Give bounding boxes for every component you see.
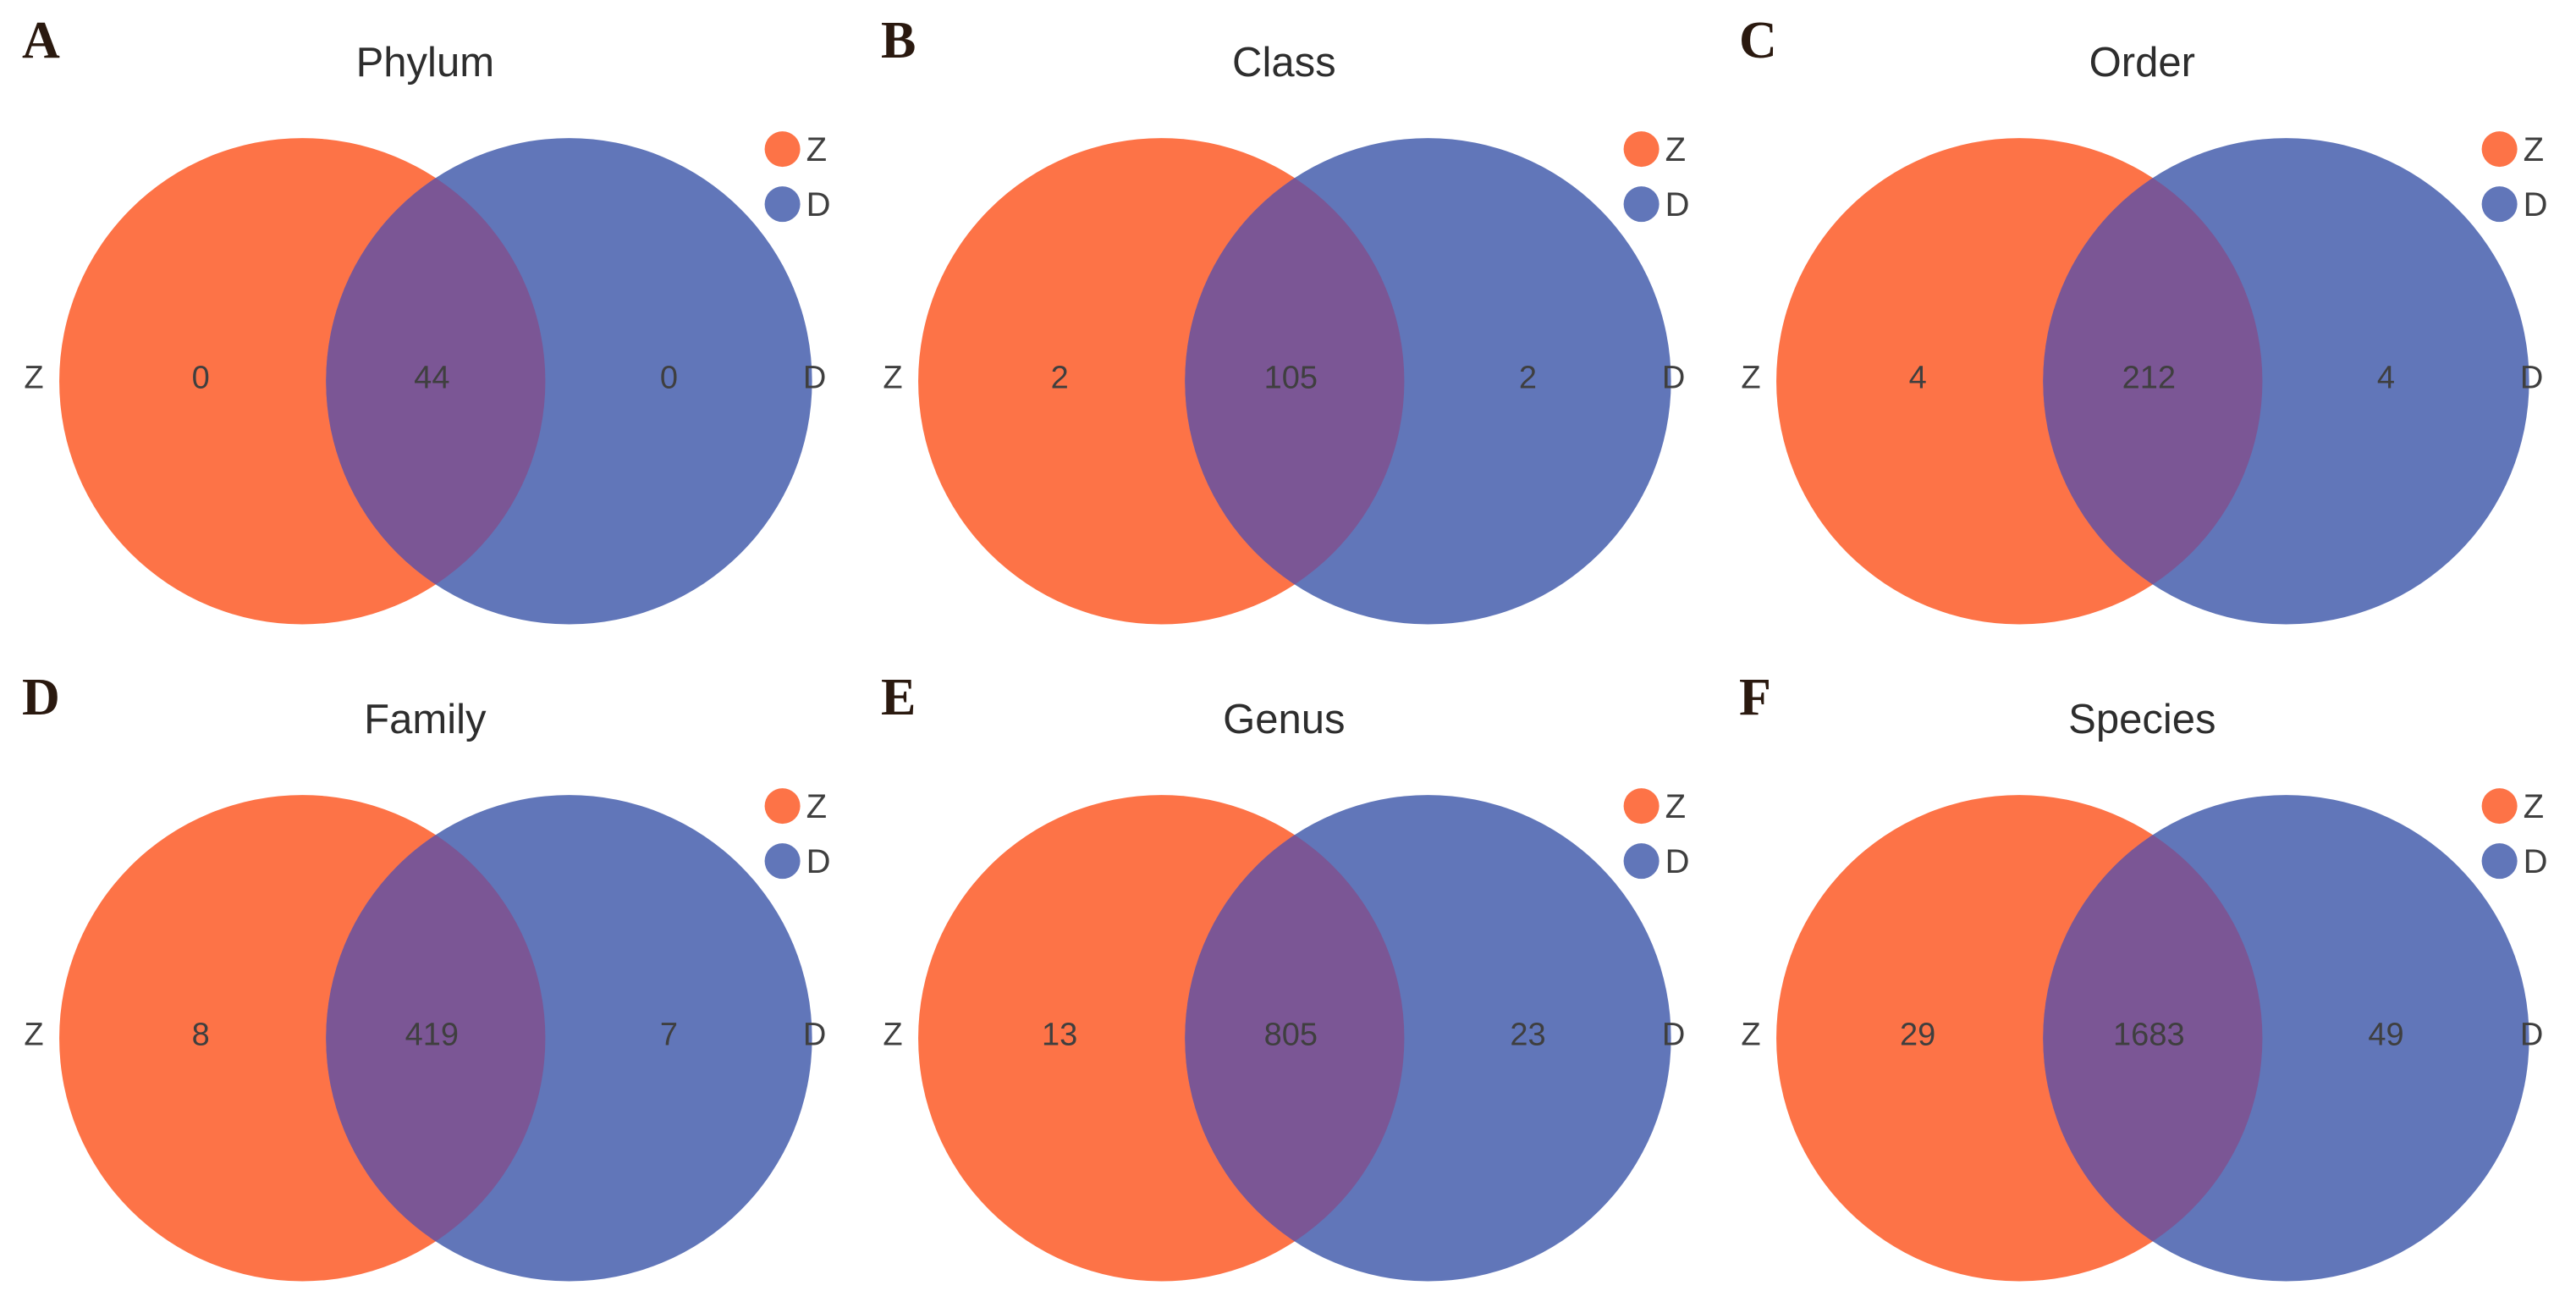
panel-title: Species <box>2068 697 2215 742</box>
venn-panel-cell: E Genus 13 805 23 Z D Z D <box>859 657 1718 1313</box>
set-z-side-label: Z <box>1742 1017 1761 1052</box>
intersection-count: 805 <box>1263 1017 1317 1052</box>
set-z-side-label: Z <box>1742 360 1761 395</box>
legend-d-swatch <box>1623 843 1659 879</box>
z-only-count: 29 <box>1900 1017 1935 1052</box>
z-only-count: 0 <box>192 360 210 395</box>
legend-z-swatch <box>1623 788 1659 824</box>
d-only-count: 49 <box>2369 1017 2404 1052</box>
intersection-count: 105 <box>1263 360 1317 395</box>
set-d-side-label: D <box>1662 360 1685 395</box>
legend-z-swatch <box>1623 131 1659 167</box>
legend-d-swatch <box>765 186 801 222</box>
panel-title: Order <box>2089 40 2195 86</box>
venn-panel-cell: B Class 2 105 2 Z D Z D <box>859 0 1718 657</box>
d-only-count: 23 <box>1510 1017 1545 1052</box>
z-only-count: 2 <box>1050 360 1068 395</box>
legend-z-label: Z <box>806 131 827 168</box>
d-only-count: 2 <box>1519 360 1537 395</box>
intersection-count: 44 <box>414 360 449 395</box>
venn-panel: C Order 4 212 4 Z D Z D <box>1717 0 2576 657</box>
set-z-side-label: Z <box>883 1017 902 1052</box>
panel-letter: F <box>1739 669 1771 726</box>
venn-panel: D Family 8 419 7 Z D Z D <box>0 657 859 1313</box>
intersection-count: 1683 <box>2113 1017 2185 1052</box>
legend-z-swatch <box>765 131 801 167</box>
legend-d-swatch <box>765 843 801 879</box>
legend-z-label: Z <box>2524 131 2544 168</box>
panel-letter: C <box>1739 12 1777 69</box>
set-d-side-label: D <box>2520 360 2543 395</box>
venn-panel-cell: F Species 29 1683 49 Z D Z D <box>1717 657 2576 1313</box>
legend-d-label: D <box>2524 843 2548 880</box>
set-d-side-label: D <box>2520 1017 2543 1052</box>
panel-title: Phylum <box>356 40 494 86</box>
panel-letter: D <box>22 669 60 726</box>
venn-panel: E Genus 13 805 23 Z D Z D <box>859 657 1718 1313</box>
panel-title: Genus <box>1223 697 1345 742</box>
panel-title: Family <box>364 697 487 742</box>
venn-panel-cell: D Family 8 419 7 Z D Z D <box>0 657 859 1313</box>
legend: Z D <box>1623 131 1689 223</box>
legend-z-swatch <box>2482 131 2518 167</box>
legend-z-label: Z <box>1665 131 1685 168</box>
legend-d-swatch <box>2482 186 2518 222</box>
panel-letter: B <box>881 12 916 69</box>
z-only-count: 8 <box>192 1017 210 1052</box>
legend: Z D <box>765 131 831 223</box>
legend-z-swatch <box>765 788 801 824</box>
legend-z-label: Z <box>1665 788 1685 825</box>
venn-panel-cell: A Phylum 0 44 0 Z D Z D <box>0 0 859 657</box>
legend-z-label: Z <box>806 788 827 825</box>
d-only-count: 0 <box>660 360 678 395</box>
z-only-count: 13 <box>1042 1017 1077 1052</box>
legend-d-label: D <box>2524 186 2548 223</box>
venn-panel: B Class 2 105 2 Z D Z D <box>859 0 1718 657</box>
venn-panel: F Species 29 1683 49 Z D Z D <box>1717 657 2576 1313</box>
panel-title: Class <box>1232 40 1336 86</box>
legend-z-label: Z <box>2524 788 2544 825</box>
intersection-count: 419 <box>405 1017 459 1052</box>
venn-panel-cell: C Order 4 212 4 Z D Z D <box>1717 0 2576 657</box>
legend-d-label: D <box>1665 843 1689 880</box>
set-d-side-label: D <box>1662 1017 1685 1052</box>
legend-d-label: D <box>806 186 831 223</box>
legend-d-swatch <box>1623 186 1659 222</box>
intersection-count: 212 <box>2122 360 2176 395</box>
set-z-side-label: Z <box>24 1017 43 1052</box>
set-d-side-label: D <box>803 360 826 395</box>
legend-d-label: D <box>806 843 831 880</box>
set-z-side-label: Z <box>24 360 43 395</box>
legend: Z D <box>2482 788 2548 880</box>
legend: Z D <box>2482 131 2548 223</box>
legend: Z D <box>1623 788 1689 880</box>
d-only-count: 7 <box>660 1017 678 1052</box>
panel-letter: E <box>881 669 916 726</box>
venn-panel: A Phylum 0 44 0 Z D Z D <box>0 0 859 657</box>
set-d-side-label: D <box>803 1017 826 1052</box>
legend-z-swatch <box>2482 788 2518 824</box>
z-only-count: 4 <box>1909 360 1927 395</box>
panel-letter: A <box>22 12 60 69</box>
d-only-count: 4 <box>2377 360 2395 395</box>
legend: Z D <box>765 788 831 880</box>
legend-d-swatch <box>2482 843 2518 879</box>
set-z-side-label: Z <box>883 360 902 395</box>
legend-d-label: D <box>1665 186 1689 223</box>
